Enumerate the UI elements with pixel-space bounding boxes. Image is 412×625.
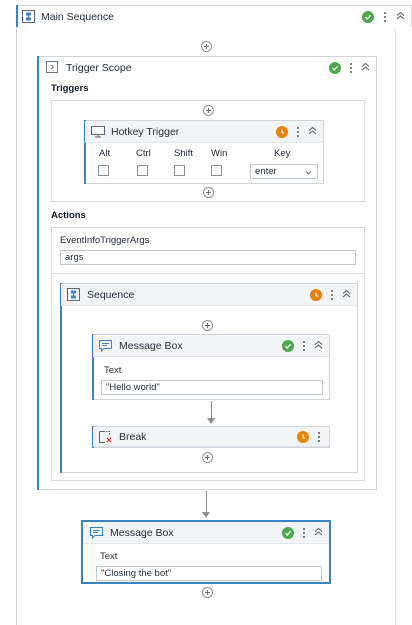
sequence-icon (67, 288, 80, 304)
alt-checkbox[interactable] (98, 165, 109, 176)
inner-sequence-activity[interactable]: Sequence (60, 283, 358, 473)
message-box-1-text-label: Text (104, 365, 122, 376)
key-select-value: enter (255, 166, 277, 177)
message-box-1-activity[interactable]: Message Box Text "Hello world" (92, 334, 330, 400)
add-activity-icon[interactable] (203, 187, 214, 198)
modifier-shift-label: Shift (174, 148, 194, 159)
ctrl-checkbox[interactable] (137, 165, 148, 176)
kebab-icon[interactable] (300, 527, 308, 539)
message-box-2-text-input[interactable]: "Closing the bot" (96, 566, 322, 581)
actions-divider (52, 273, 364, 274)
inner-sequence-title: Sequence (87, 289, 135, 301)
hotkey-trigger-accent (84, 120, 86, 184)
event-args-input[interactable]: args (60, 250, 356, 265)
trigger-scope-icon (46, 61, 58, 76)
actions-label: Actions (51, 210, 86, 221)
sequence-icon (22, 10, 35, 26)
break-title: Break (119, 431, 147, 443)
hotkey-trigger-activity[interactable]: Hotkey Trigger Alt Ctrl Shift Win Key (84, 120, 324, 184)
check-circle-icon (362, 11, 374, 23)
hotkey-trigger-header[interactable]: Hotkey Trigger (85, 121, 323, 143)
message-box-1-title: Message Box (119, 340, 183, 352)
kebab-icon[interactable] (381, 11, 389, 23)
break-activity[interactable]: Break (92, 426, 330, 448)
check-circle-icon (282, 527, 294, 539)
break-header[interactable]: Break (93, 427, 329, 447)
message-box-2-header[interactable]: Message Box (83, 522, 329, 544)
hotkey-trigger-title: Hotkey Trigger (111, 126, 180, 138)
add-activity-icon[interactable] (202, 320, 213, 331)
connector-arrow-icon (202, 512, 210, 518)
collapse-chevron-icon[interactable] (308, 126, 317, 138)
modifier-alt-label: Alt (99, 148, 111, 159)
collapse-chevron-icon[interactable] (342, 289, 351, 301)
message-box-1-accent (92, 334, 94, 400)
key-label: Key (274, 148, 291, 159)
main-sequence-header[interactable]: Main Sequence (16, 5, 412, 27)
event-args-value: args (65, 252, 84, 263)
trigger-scope-accent (37, 56, 39, 490)
message-box-2-text-label: Text (100, 551, 118, 562)
modifier-win-label: Win (211, 148, 228, 159)
message-box-1-text-input[interactable]: "Hello world" (101, 380, 323, 395)
message-box-2-title: Message Box (110, 527, 174, 539)
main-sequence-title: Main Sequence (41, 11, 114, 23)
connector-line (206, 491, 207, 513)
shift-checkbox[interactable] (174, 165, 185, 176)
break-icon (99, 431, 112, 446)
add-activity-icon[interactable] (201, 41, 212, 52)
message-box-1-header[interactable]: Message Box (93, 335, 329, 357)
trigger-scope-header[interactable]: Trigger Scope (38, 57, 376, 79)
collapse-chevron-icon[interactable] (314, 527, 323, 539)
triggers-label: Triggers (51, 83, 89, 94)
modifier-ctrl-label: Ctrl (136, 148, 151, 159)
message-box-2-text-value: "Closing the bot" (101, 568, 172, 579)
designer-canvas-border-right (395, 25, 396, 625)
designer-canvas-border (16, 25, 17, 625)
add-activity-icon[interactable] (202, 452, 213, 463)
kebab-icon[interactable] (300, 340, 308, 352)
inner-sequence-header[interactable]: Sequence (61, 284, 357, 306)
event-args-label: EventInfoTriggerArgs (60, 235, 150, 246)
key-select[interactable]: enter (250, 164, 318, 179)
message-box-1-text-value: "Hello world" (106, 382, 160, 393)
kebab-icon[interactable] (315, 431, 323, 443)
collapse-chevron-icon[interactable] (396, 11, 405, 23)
kebab-icon[interactable] (328, 289, 336, 301)
collapse-chevron-icon[interactable] (361, 62, 370, 74)
chevron-down-icon (305, 168, 312, 180)
collapse-chevron-icon[interactable] (314, 340, 323, 352)
check-circle-icon (282, 340, 294, 352)
warning-clock-icon (276, 126, 288, 138)
connector-line (211, 401, 212, 419)
connector-arrow-icon (207, 418, 215, 424)
main-sequence-accent (16, 5, 18, 27)
message-box-icon (90, 527, 103, 542)
add-activity-icon[interactable] (202, 587, 213, 598)
triggers-section: Hotkey Trigger Alt Ctrl Shift Win Key (51, 100, 365, 202)
message-box-icon (99, 340, 112, 355)
keyboard-icon (91, 126, 105, 141)
warning-clock-icon (297, 431, 309, 443)
warning-clock-icon (310, 289, 322, 301)
actions-section: EventInfoTriggerArgs args Sequence (51, 227, 365, 481)
inner-sequence-accent (60, 283, 62, 473)
win-checkbox[interactable] (211, 165, 222, 176)
message-box-2-activity[interactable]: Message Box Text "Closing the bot" (81, 520, 331, 584)
kebab-icon[interactable] (294, 126, 302, 138)
add-activity-icon[interactable] (203, 105, 214, 116)
trigger-scope-activity[interactable]: Trigger Scope Triggers (37, 56, 377, 490)
check-circle-icon (329, 62, 341, 74)
trigger-scope-title: Trigger Scope (66, 62, 132, 74)
kebab-icon[interactable] (347, 62, 355, 74)
